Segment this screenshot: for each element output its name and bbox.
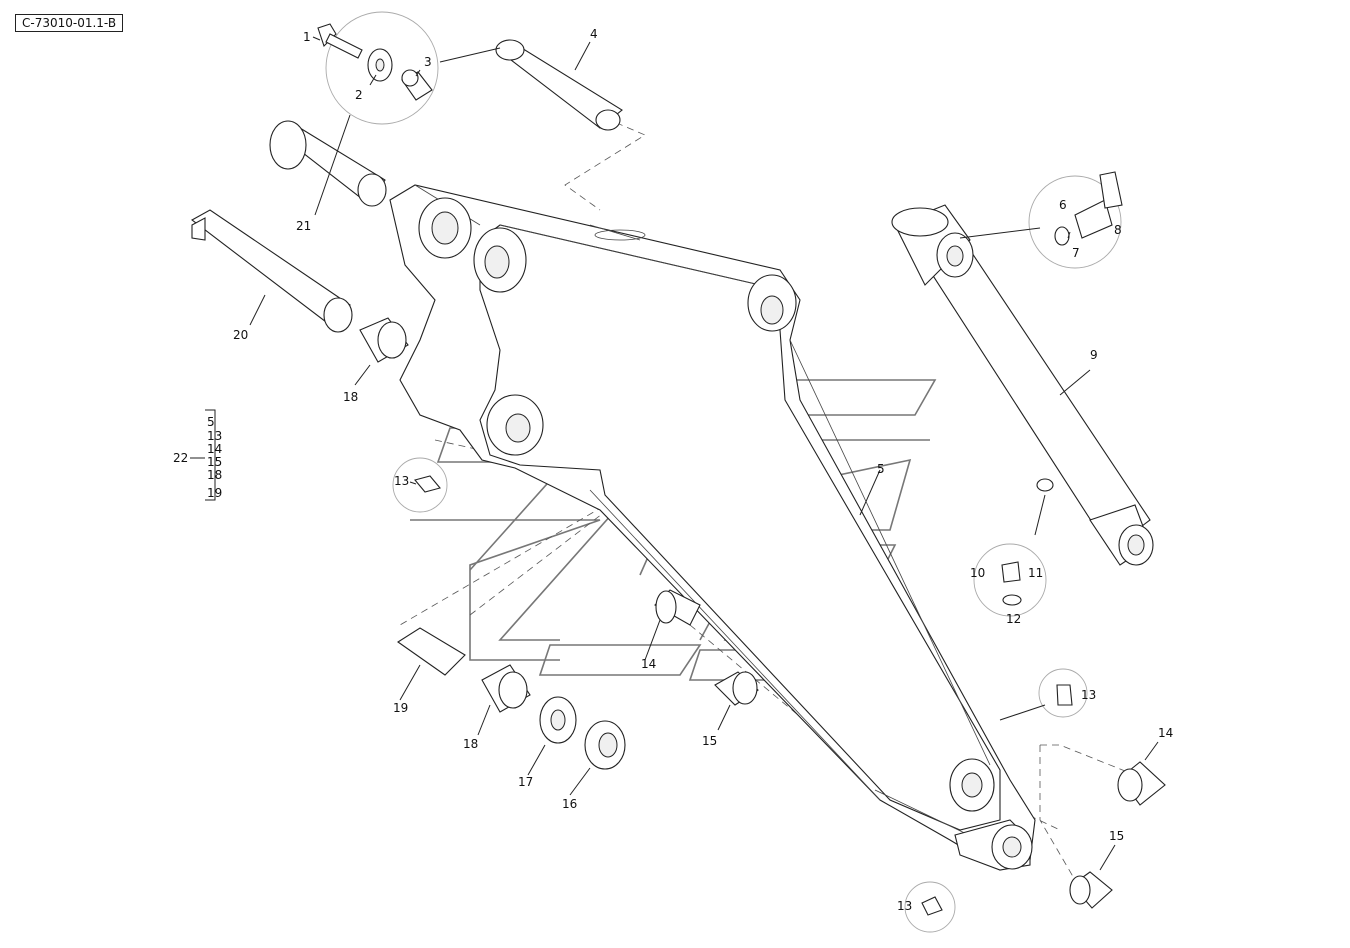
part-pin-4 [495, 39, 623, 131]
kit-item: 19 [207, 486, 222, 500]
hydraulic-cylinder [891, 204, 1154, 566]
kit-22-label: 22 [173, 451, 188, 465]
part-bolt [317, 23, 363, 59]
part-spacer [401, 69, 433, 101]
callout-3: 3 [424, 55, 432, 69]
callout-19: 19 [393, 701, 408, 715]
callout-14-right: 14 [1158, 726, 1173, 740]
kit-item: 14 [207, 442, 222, 456]
callout-18-upper: 18 [343, 390, 358, 404]
callout-16: 16 [562, 797, 577, 811]
callout-2: 2 [355, 88, 363, 102]
callout-11: 11 [1028, 566, 1043, 580]
detail-circle-fitting-10-12 [973, 543, 1047, 617]
callout-21: 21 [296, 219, 311, 233]
callout-1: 1 [303, 30, 311, 44]
callout-13-bottom: 13 [897, 899, 912, 913]
grease-fitting-right [1056, 684, 1073, 706]
detail-circle-grease-13-right [1038, 668, 1088, 718]
part-bushing-15-right [1069, 871, 1113, 909]
grease-fitting-bottom [921, 896, 943, 916]
part-roller-14-right [1117, 761, 1166, 806]
callout-8: 8 [1114, 223, 1122, 237]
leader-lines [190, 36, 1159, 871]
callout-9: 9 [1090, 348, 1098, 362]
callout-13-left: 13 [394, 474, 409, 488]
callout-7: 7 [1072, 246, 1080, 260]
part-fitting-11 [1001, 561, 1021, 583]
detail-circle-grease-13-left [392, 457, 448, 513]
part-bushing-18-lower [481, 664, 531, 713]
part-bushing-15-center [714, 671, 759, 706]
callout-18-lower: 18 [463, 737, 478, 751]
callout-15-right: 15 [1109, 829, 1124, 843]
part-washer-17 [539, 696, 577, 744]
callout-17: 17 [518, 775, 533, 789]
callout-10: 10 [970, 566, 985, 580]
part-bushing-18-upper [359, 317, 409, 363]
kit-item: 15 [207, 455, 222, 469]
reference-code: C-73010-01.1-B [15, 14, 124, 32]
part-pin-20 [190, 209, 353, 333]
detail-circle-grease-13-bottom [904, 881, 956, 933]
callout-14-center: 14 [641, 657, 656, 671]
boom-arm [389, 184, 1036, 871]
kit-22-list: 22 5 13 14 15 18 19 [173, 415, 222, 500]
part-o-ring-12 [1002, 594, 1022, 606]
callout-4: 4 [590, 27, 598, 41]
kit-item: 5 [207, 415, 215, 429]
kit-item: 13 [207, 429, 222, 443]
callout-5-right: 5 [877, 462, 885, 476]
part-nut-16 [584, 720, 626, 770]
callout-20: 20 [233, 328, 248, 342]
callout-13-right: 13 [1081, 688, 1096, 702]
kit-item: 18 [207, 468, 222, 482]
callout-15-center: 15 [702, 734, 717, 748]
callout-12: 12 [1006, 612, 1021, 626]
part-shim-19 [397, 627, 466, 676]
callout-6: 6 [1059, 198, 1067, 212]
part-fitting-8 [1074, 171, 1123, 239]
detail-circle-fitting-6-8 [1028, 175, 1122, 269]
part-o-ring-7 [1054, 226, 1070, 246]
part-washer [367, 48, 393, 82]
detail-circle-pin-hardware [325, 11, 439, 125]
part-roller-14-center [654, 589, 701, 626]
callout-labels: 1 2 3 4 21 20 18 13 5 6 7 8 9 10 11 12 1… [233, 27, 1173, 913]
part-pin-21 [269, 120, 387, 207]
grease-fitting-left [414, 475, 441, 493]
